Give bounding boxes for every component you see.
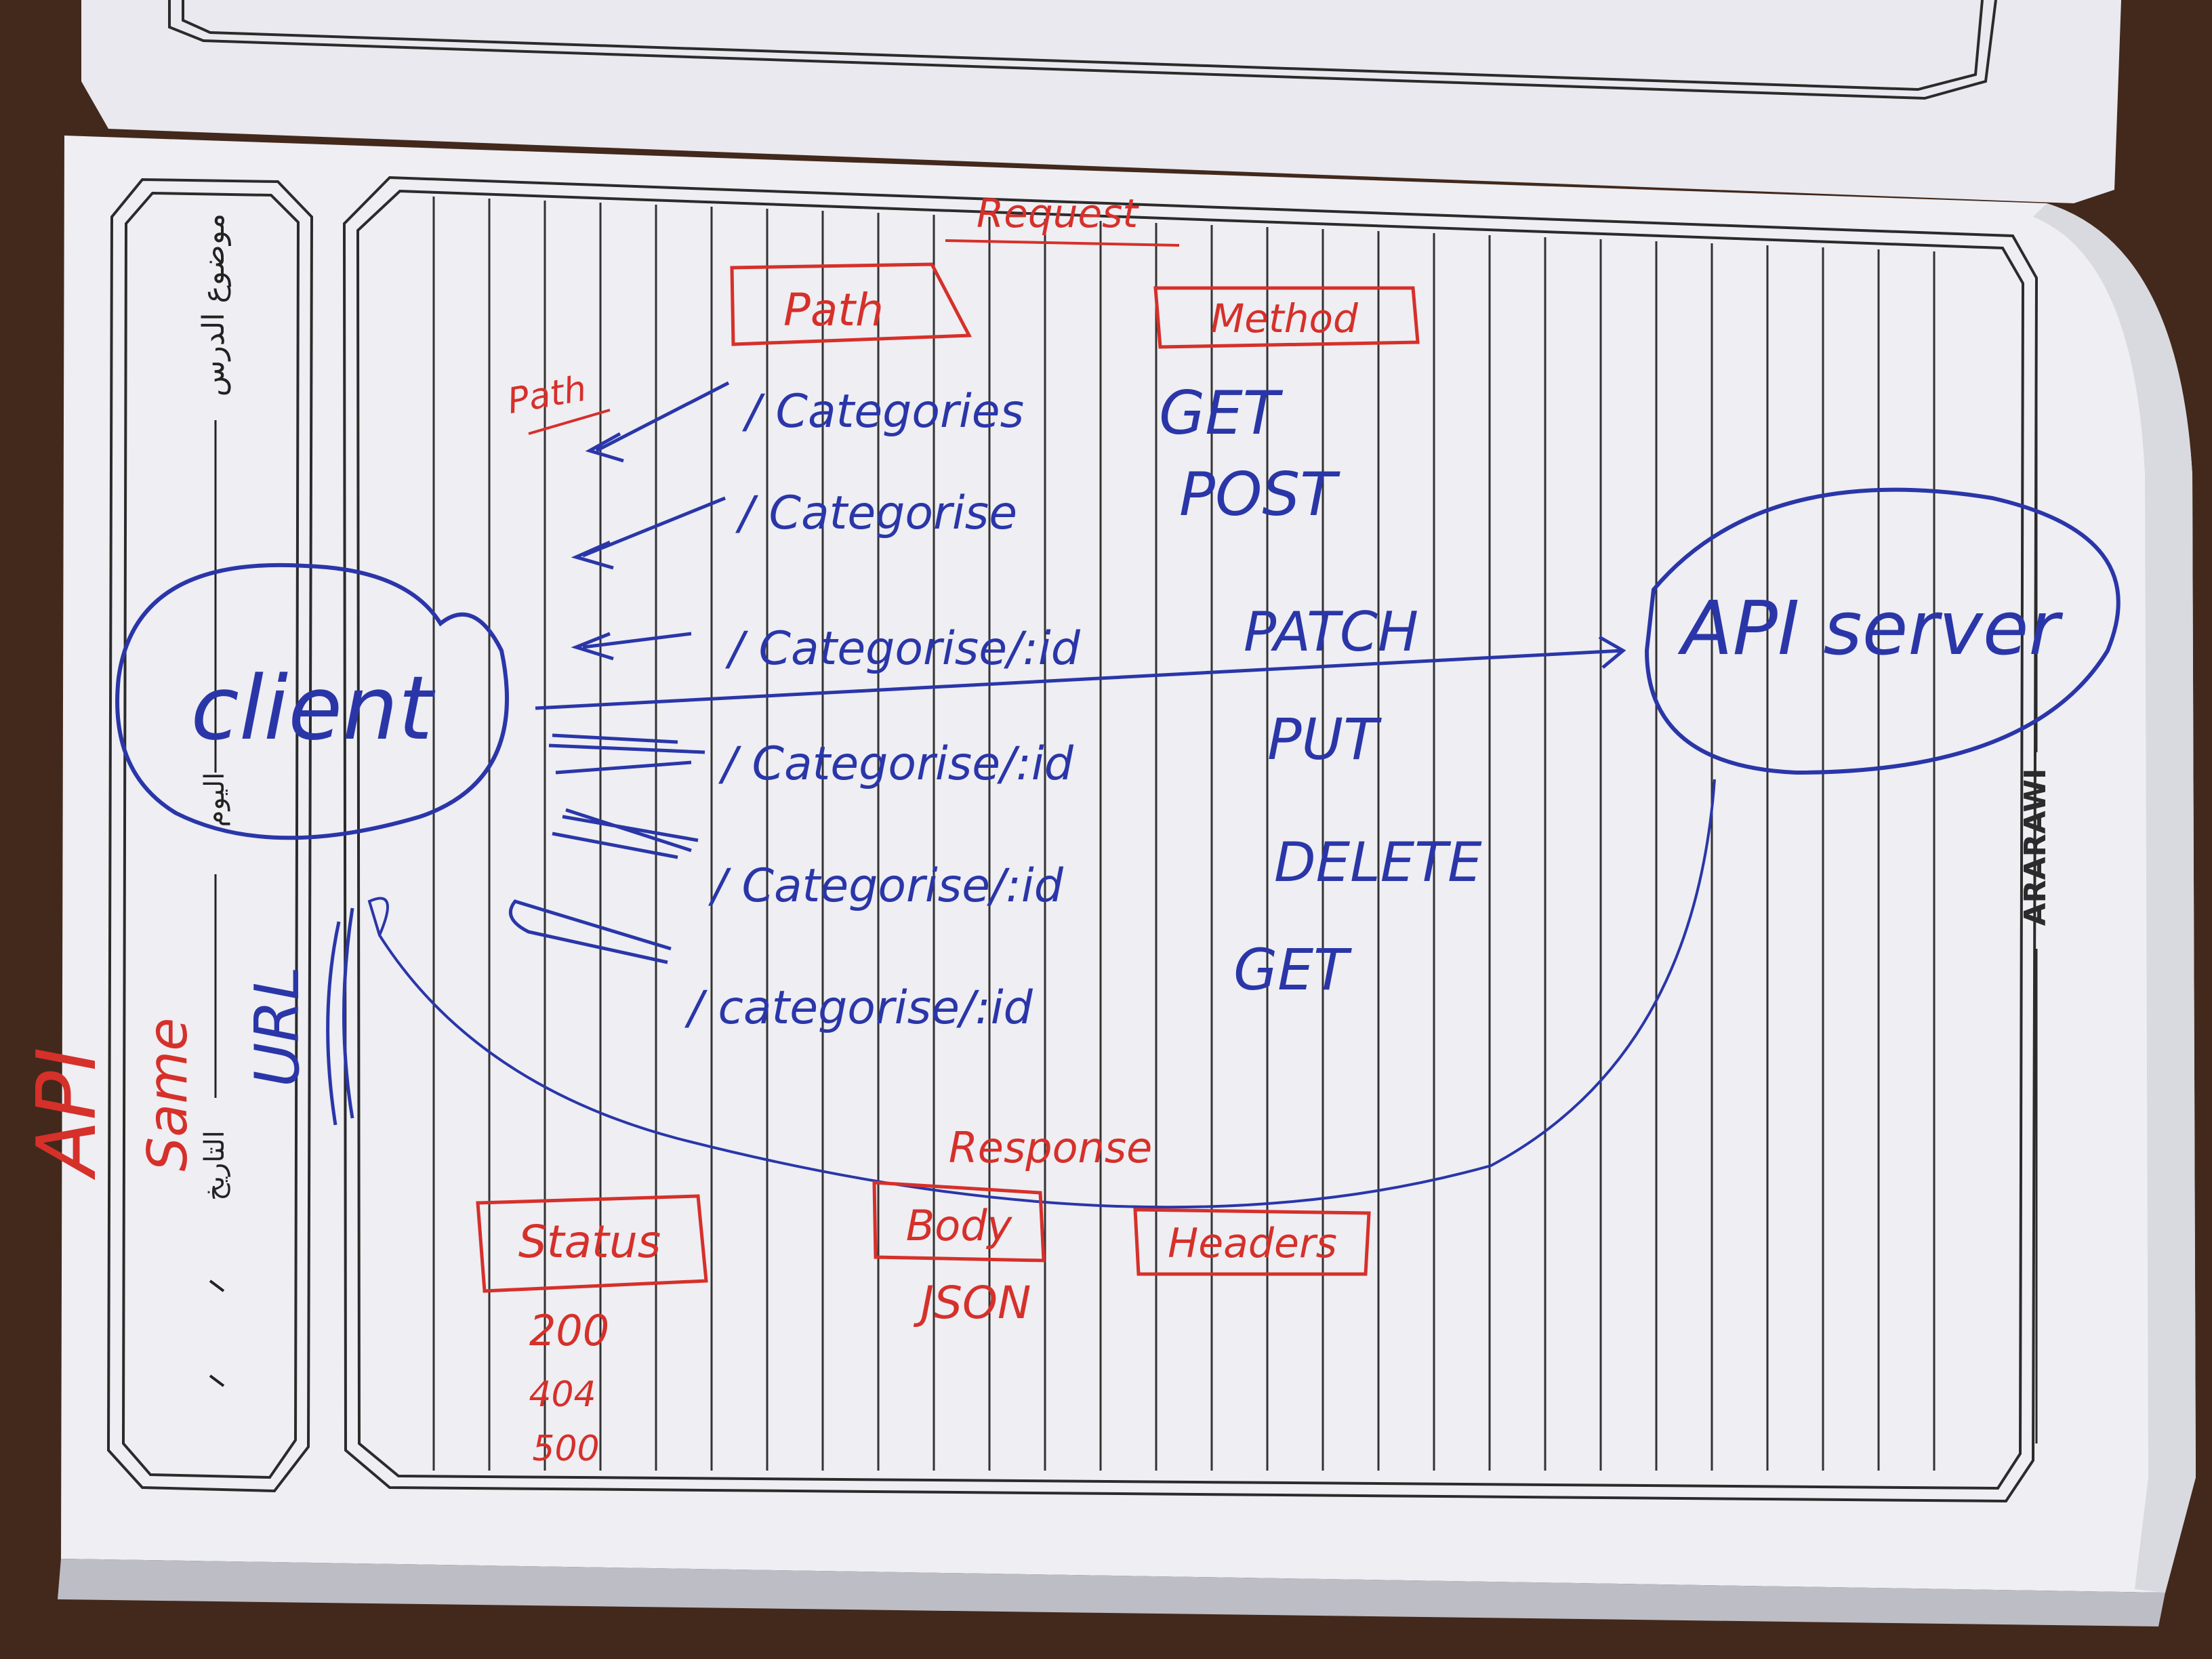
margin-frame — [106, 178, 314, 1493]
endpoint-path: / categorise/:id — [684, 981, 1033, 1035]
path-header-box — [730, 262, 972, 346]
url-brace-mark — [326, 907, 354, 1126]
client-bubble — [115, 562, 509, 840]
endpoint-method: POST — [1179, 459, 1340, 529]
endpoint-method: DELETE — [1274, 831, 1482, 894]
main-page — [61, 136, 2196, 1593]
body-format-label: JSON — [914, 1277, 1031, 1329]
method-header-label: Method — [1210, 295, 1359, 342]
margin-note-same: Same — [136, 1018, 199, 1172]
endpoint-path: / Categorise/:id — [725, 622, 1081, 676]
endpoint-method: PUT — [1267, 706, 1382, 773]
upper-page-frame — [168, 0, 1997, 100]
body-box-label: Body — [906, 1201, 1013, 1250]
status-code-404: 404 — [529, 1374, 596, 1415]
path-header-label: Path — [783, 284, 884, 336]
status-box-label: Status — [518, 1216, 661, 1268]
method-header-box — [1153, 286, 1420, 349]
endpoint-method: GET — [1233, 937, 1352, 1003]
status-code-500: 500 — [532, 1429, 599, 1469]
request-title: Request — [977, 190, 1139, 237]
brand-label: ARARAWI — [2018, 769, 2053, 926]
headers-box-label: Headers — [1168, 1220, 1337, 1267]
arrow-left-icon — [508, 899, 672, 964]
margin-label-lesson-topic: موضوع الدرس — [197, 213, 231, 396]
page-edge-shadow — [2033, 203, 2196, 1593]
ruled-frame — [342, 176, 2039, 1503]
response-title: Response — [949, 1123, 1153, 1172]
endpoint-path: / Categorise — [735, 487, 1017, 540]
margin-label-date: التاريخ — [199, 1130, 230, 1201]
endpoint-row-5: / Categorise/:id DELETE — [552, 808, 1482, 913]
margin-note-api: API — [20, 1047, 115, 1181]
headers-box — [1133, 1208, 1371, 1276]
server-bubble — [1644, 487, 2121, 775]
request-arrow — [535, 635, 1626, 710]
ruled-lines — [432, 197, 1936, 1471]
arrow-left-icon — [548, 733, 705, 775]
request-underline — [945, 239, 1180, 247]
server-label: API server — [1677, 585, 2063, 672]
endpoint-row-6: / categorise/:id GET — [508, 899, 1352, 1035]
endpoint-path: / Categorise/:id — [718, 737, 1074, 791]
endpoint-row-3: / Categorise/:id PATCH — [571, 600, 1418, 676]
margin-slash-2 — [209, 1374, 225, 1387]
endpoint-row-1: / Categories GET — [585, 378, 1284, 463]
endpoint-path: / Categories — [742, 385, 1024, 438]
endpoint-row-2: / Categorise POST — [571, 459, 1340, 570]
body-box — [872, 1181, 1046, 1263]
endpoint-method: PATCH — [1244, 600, 1418, 663]
status-code-200: 200 — [529, 1306, 609, 1355]
arrow-left-icon — [571, 496, 726, 570]
arrow-left-icon — [552, 808, 699, 859]
endpoint-path: / Categorise/:id — [708, 859, 1064, 913]
side-note-underline — [528, 409, 611, 435]
margin-slash-1 — [209, 1279, 225, 1292]
response-arc — [367, 779, 1716, 1209]
status-box — [476, 1194, 708, 1293]
endpoint-method: GET — [1159, 378, 1284, 448]
margin-label-day: اليوم — [199, 773, 230, 827]
endpoint-row-4: / Categorise/:id PUT — [548, 706, 1382, 791]
margin-note-url: URL — [242, 966, 313, 1088]
arrow-left-icon — [585, 381, 730, 463]
upper-page — [81, 0, 2121, 203]
client-label: client — [190, 657, 435, 760]
page-bottom-shadow — [58, 1559, 2165, 1626]
arrow-left-icon — [571, 632, 692, 661]
